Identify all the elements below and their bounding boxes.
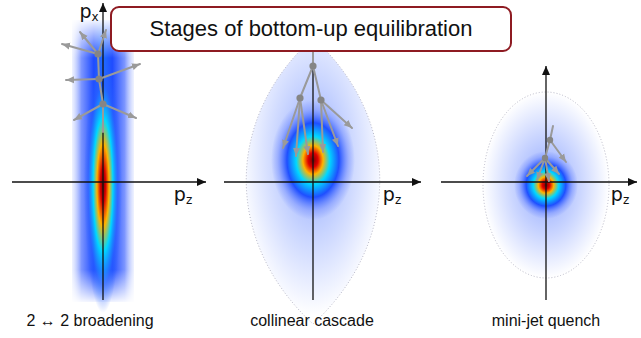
cascade-arrow (321, 100, 323, 152)
cascade-arrow (103, 104, 136, 118)
axis-label: pz (383, 184, 401, 207)
cascade-arrow (537, 158, 545, 180)
cascade-arrow (321, 100, 352, 128)
vertex-dot (547, 137, 553, 143)
vertex-dot (99, 100, 106, 107)
pz-axis (224, 181, 421, 182)
vertex-dot (309, 62, 316, 69)
px-axis (102, 3, 103, 300)
cascade-line (300, 66, 313, 98)
title-frame: Stages of bottom-up equilibration (110, 6, 512, 52)
cascade-line (99, 79, 103, 104)
cascade-arrow (300, 98, 308, 154)
cascade-arrow (98, 30, 106, 54)
stage-label: collinear cascade (250, 312, 374, 330)
vertex-dot (296, 94, 303, 101)
cascade-arrow (99, 64, 140, 79)
cascade-arrow (66, 79, 99, 80)
axis-label: px (79, 1, 98, 24)
cascade-arrow (80, 32, 98, 54)
pz-axis (12, 181, 206, 182)
cascade-line (102, 104, 104, 132)
vertex-dot (317, 96, 324, 103)
stage-label: mini-jet quench (492, 312, 601, 330)
cascade-arrow (296, 98, 300, 156)
axis-label: pz (174, 184, 192, 207)
cascade-line (98, 54, 99, 79)
title-text: Stages of bottom-up equilibration (150, 16, 473, 42)
vertex-dot (542, 155, 548, 161)
cascade-arrow (62, 44, 98, 54)
cascade-line (313, 66, 321, 100)
axis-label: pz (611, 184, 629, 207)
cascade-arrow (550, 140, 566, 162)
stage-label: 2 ↔ 2 broadening (26, 312, 153, 330)
cascade-arrow (74, 104, 103, 120)
vertex-dot (95, 75, 102, 82)
vertex-dot (94, 50, 101, 57)
pz-axis (441, 181, 637, 182)
px-axis (545, 66, 546, 300)
